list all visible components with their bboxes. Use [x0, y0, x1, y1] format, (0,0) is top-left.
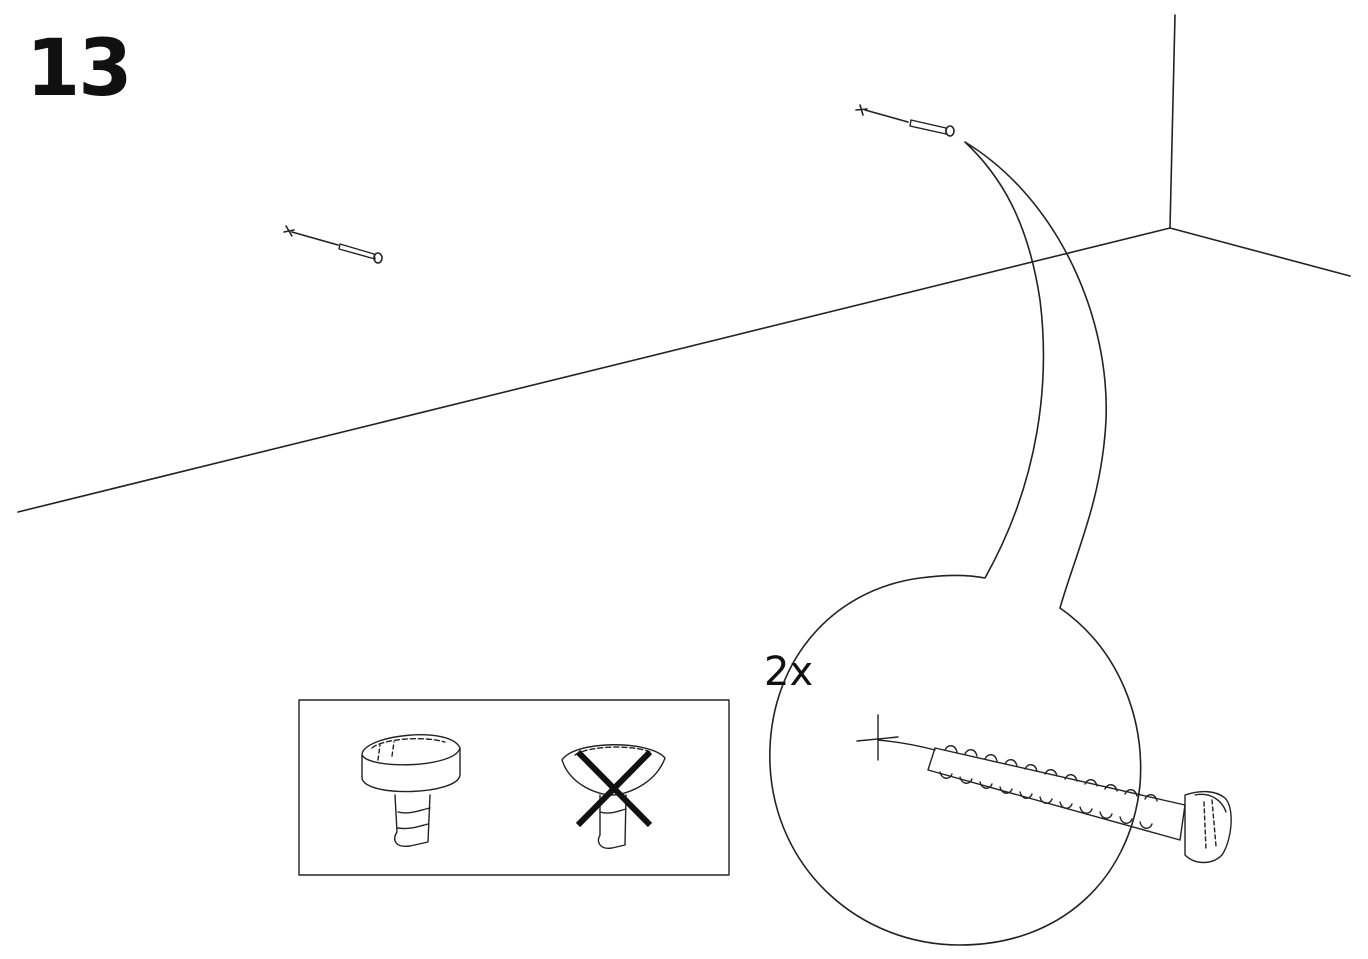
detail-callout	[769, 141, 1142, 946]
screw-type-hint-box	[298, 699, 730, 876]
cross-mark-icon	[575, 749, 653, 828]
wall-corner	[17, 14, 1351, 513]
step-number: 13	[26, 24, 133, 114]
correct-pan-head-screw-icon	[361, 734, 461, 847]
screw-right	[855, 104, 955, 137]
detail-screw	[856, 714, 1232, 864]
incorrect-countersunk-screw-icon	[561, 744, 666, 850]
quantity-label: 2x	[764, 649, 814, 695]
screw-left	[283, 225, 383, 264]
